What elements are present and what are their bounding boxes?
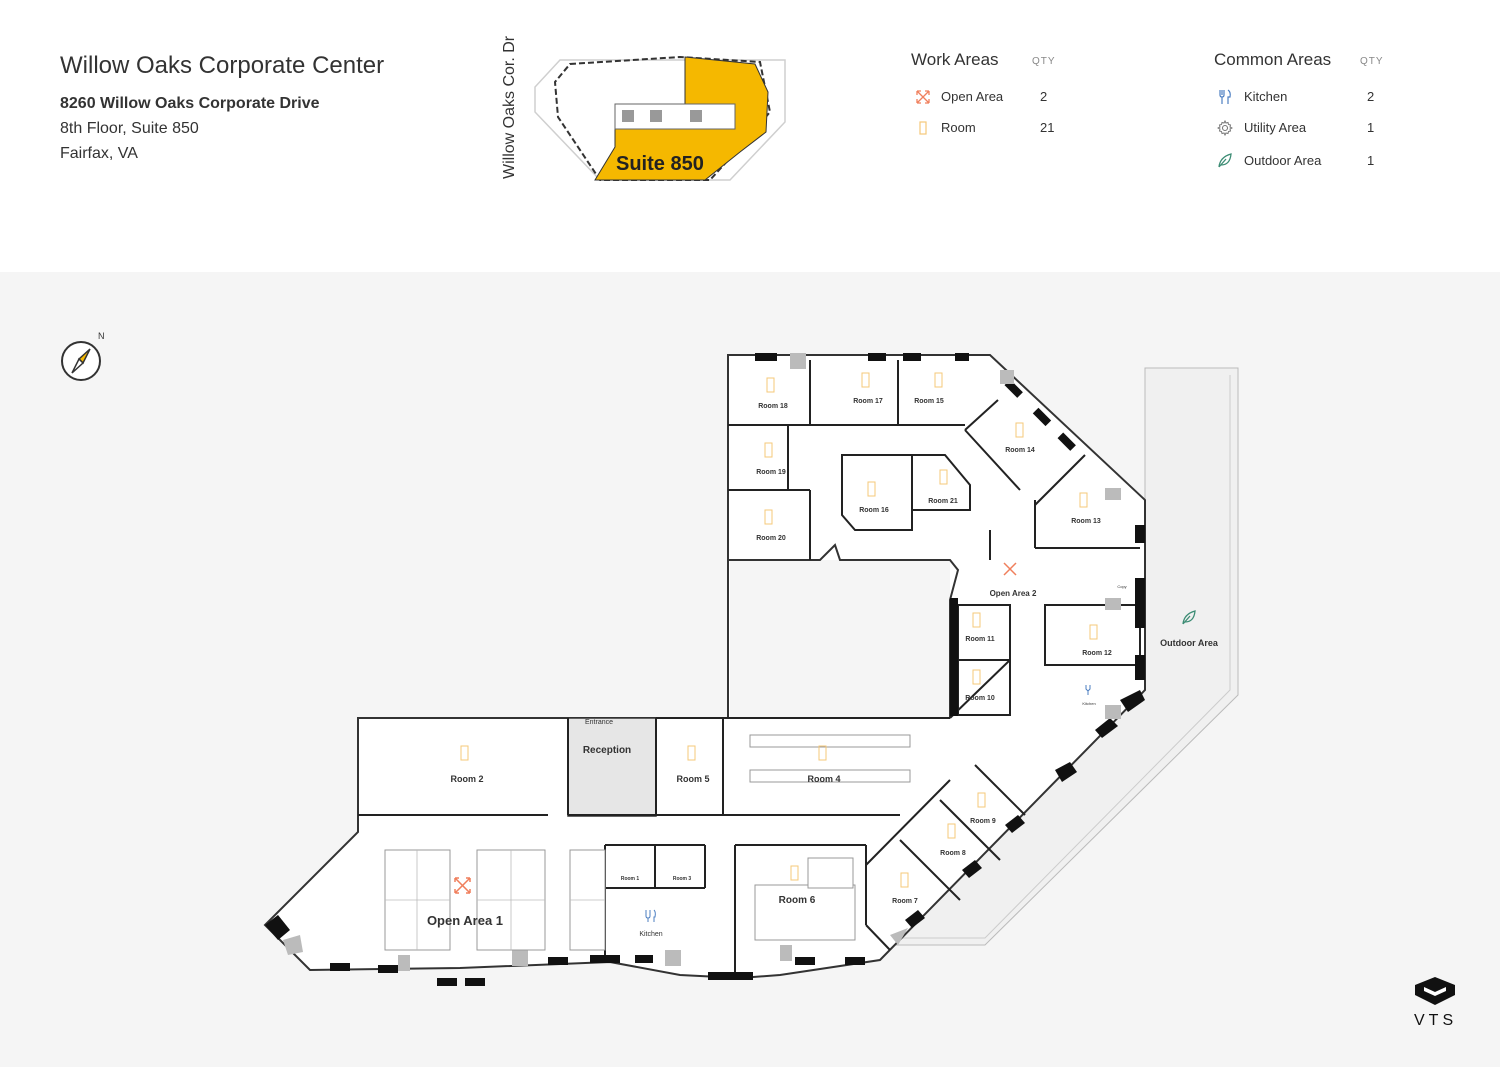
legend-room-label: Room [941, 120, 976, 135]
legend-utility-label: Utility Area [1244, 120, 1307, 135]
room-13-label: Room 13 [1071, 518, 1101, 525]
legend-outdoor-label: Outdoor Area [1244, 153, 1322, 168]
compass-icon: N [61, 331, 105, 381]
common-areas-heading: Common Areas [1214, 50, 1332, 69]
room-16-label: Room 16 [859, 507, 889, 514]
building-name: Willow Oaks Corporate Center [60, 52, 385, 79]
room-20-label: Room 20 [756, 535, 786, 542]
work-areas-qty-header: QTY [1032, 56, 1056, 67]
room-10-label: Room 10 [965, 695, 995, 702]
courtyard [730, 560, 950, 718]
key-plan: Suite 850 [534, 55, 786, 181]
room-18-label: Room 18 [758, 403, 788, 410]
legend-room-qty: 21 [1040, 120, 1055, 135]
outdoor-leaf-icon [1182, 610, 1196, 625]
keyplan-core [614, 103, 736, 130]
kitchen-1-icon [645, 909, 656, 922]
kitchen-2-label: Kitchen [1082, 701, 1095, 706]
legend-utility-qty: 1 [1367, 120, 1375, 135]
leaf-icon [1218, 153, 1232, 168]
room-3-label: Room 3 [673, 876, 692, 882]
room-17-label: Room 17 [853, 398, 883, 405]
room-11-label: Room 11 [965, 636, 994, 643]
outdoor-area-label: Outdoor Area [1160, 638, 1219, 648]
building-address: 8260 Willow Oaks Corporate Drive [60, 95, 320, 112]
work-areas-heading: Work Areas [911, 50, 999, 69]
room-9-label: Room 9 [970, 818, 996, 825]
kitchen-icon [1219, 89, 1231, 104]
vts-logo-icon [1415, 977, 1455, 1005]
kitchen-1-label: Kitchen [639, 931, 662, 938]
utility-icon [1217, 120, 1233, 136]
room-5-label: Room 5 [676, 774, 709, 784]
open-area-icon [916, 90, 930, 104]
open-area-2-icon [1003, 562, 1017, 576]
city: Fairfax, VA [60, 145, 138, 162]
room-2-label: Room 2 [450, 774, 483, 784]
vts-brand: VTS [1414, 1012, 1458, 1029]
copy-label: Copy [1117, 584, 1126, 589]
room-21-label: Room 21 [928, 498, 958, 505]
room-4-label: Room 4 [807, 774, 840, 784]
legend-outdoor-qty: 1 [1367, 153, 1375, 168]
floor-suite: 8th Floor, Suite 850 [60, 120, 199, 137]
room-7-label: Room 7 [892, 898, 918, 905]
common-areas-qty-header: QTY [1360, 56, 1384, 67]
open-area-1-icon [454, 877, 471, 894]
room-1-label: Room 1 [621, 876, 640, 882]
legend-open-area-qty: 2 [1040, 89, 1048, 104]
entrance-label: Entrance [585, 719, 613, 726]
compass-north: N [98, 331, 105, 341]
reception-area [567, 717, 657, 817]
header: Willow Oaks Corporate Center 8260 Willow… [0, 0, 1500, 272]
room-icon [919, 121, 927, 135]
legend-open-area-label: Open Area [941, 89, 1004, 104]
legend-kitchen-qty: 2 [1367, 89, 1375, 104]
room-14-label: Room 14 [1005, 447, 1035, 454]
legend-kitchen-label: Kitchen [1244, 89, 1288, 104]
room-19-label: Room 19 [756, 469, 786, 476]
open-area-2-label: Open Area 2 [990, 589, 1037, 598]
room-8-label: Room 8 [940, 850, 966, 857]
room-15-label: Room 15 [914, 398, 944, 405]
open-area-1-label: Open Area 1 [427, 913, 503, 928]
reception-label: Reception [583, 745, 631, 756]
keyplan-suite-label: Suite 850 [616, 153, 704, 175]
kitchen-2-icon [1085, 685, 1091, 695]
room-6-label: Room 6 [779, 895, 816, 906]
room-12-label: Room 12 [1082, 650, 1112, 657]
